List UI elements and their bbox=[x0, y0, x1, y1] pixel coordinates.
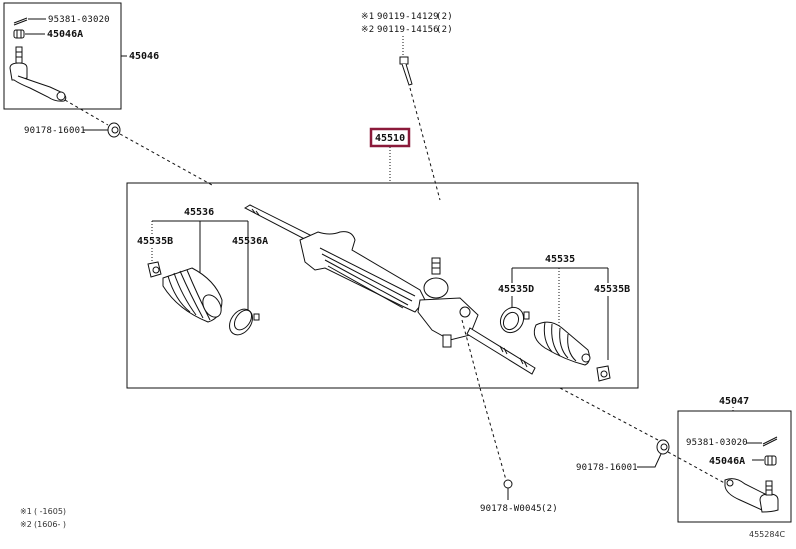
label-right-nut[interactable]: 45046A bbox=[709, 456, 745, 467]
label-right-lock-nut[interactable]: 90178-16001 bbox=[576, 463, 638, 473]
label-mount-bolt-2-mark: ※2 bbox=[361, 25, 374, 35]
label-mount-nut[interactable]: 90178-W0045 bbox=[480, 504, 542, 514]
right-boot-clip-icon bbox=[596, 365, 611, 382]
mount-nut-icon bbox=[503, 479, 513, 489]
right-tie-rod-end-icon bbox=[724, 478, 779, 513]
label-left-cotter-pin[interactable]: 95381-03020 bbox=[48, 15, 110, 25]
label-main-assembly[interactable]: 45510 bbox=[375, 133, 405, 144]
right-cotter-pin-icon bbox=[762, 436, 778, 447]
label-mount-bolt-2-qty: (2) bbox=[436, 25, 453, 35]
left-boot-icon bbox=[162, 267, 223, 323]
left-boot-clip-icon bbox=[147, 261, 162, 278]
label-mount-bolt-2[interactable]: 90119-14156 bbox=[377, 25, 439, 35]
label-45047[interactable]: 45047 bbox=[719, 396, 749, 407]
right-tie-rod-box bbox=[677, 410, 792, 523]
label-45535[interactable]: 45535 bbox=[545, 254, 575, 265]
label-45046[interactable]: 45046 bbox=[129, 51, 159, 62]
right-boot-clamp-icon bbox=[499, 306, 530, 334]
label-mount-nut-qty: (2) bbox=[541, 504, 558, 514]
highlight-box-45510 bbox=[369, 127, 411, 148]
mount-bolt-icon bbox=[399, 56, 413, 86]
drawing-code: 455284C bbox=[749, 530, 786, 539]
note-1-mark: ※1 bbox=[20, 507, 32, 516]
label-45536[interactable]: 45536 bbox=[184, 207, 214, 218]
label-mount-bolt-1-qty: (2) bbox=[436, 12, 453, 22]
lock-nut-icon bbox=[107, 122, 121, 138]
label-left-clamp[interactable]: 45536A bbox=[232, 236, 268, 247]
right-lock-nut-icon bbox=[656, 439, 670, 455]
rack-assembly-box bbox=[126, 182, 639, 389]
left-tie-rod-end-icon bbox=[9, 46, 67, 102]
note-2-text: (1606- ) bbox=[34, 520, 66, 529]
steering-rack-icon bbox=[243, 204, 536, 375]
label-right-clamp[interactable]: 45535D bbox=[498, 284, 534, 295]
castle-nut-icon bbox=[13, 29, 25, 39]
label-mount-bolt-1-mark: ※1 bbox=[361, 12, 374, 22]
cotter-pin-icon bbox=[13, 17, 28, 26]
label-left-lock-nut[interactable]: 90178-16001 bbox=[24, 126, 86, 136]
label-left-clip[interactable]: 45535B bbox=[137, 236, 173, 247]
label-mount-bolt-1[interactable]: 90119-14129 bbox=[377, 12, 439, 22]
right-castle-nut-icon bbox=[764, 455, 777, 466]
label-right-clip[interactable]: 45535B bbox=[594, 284, 630, 295]
right-boot-icon bbox=[533, 321, 591, 366]
note-1-text: ( -1605) bbox=[34, 507, 66, 516]
label-right-cotter-pin[interactable]: 95381-03020 bbox=[686, 438, 748, 448]
left-boot-clamp-icon bbox=[229, 308, 260, 336]
label-left-nut[interactable]: 45046A bbox=[47, 29, 83, 40]
note-2-mark: ※2 bbox=[20, 520, 32, 529]
